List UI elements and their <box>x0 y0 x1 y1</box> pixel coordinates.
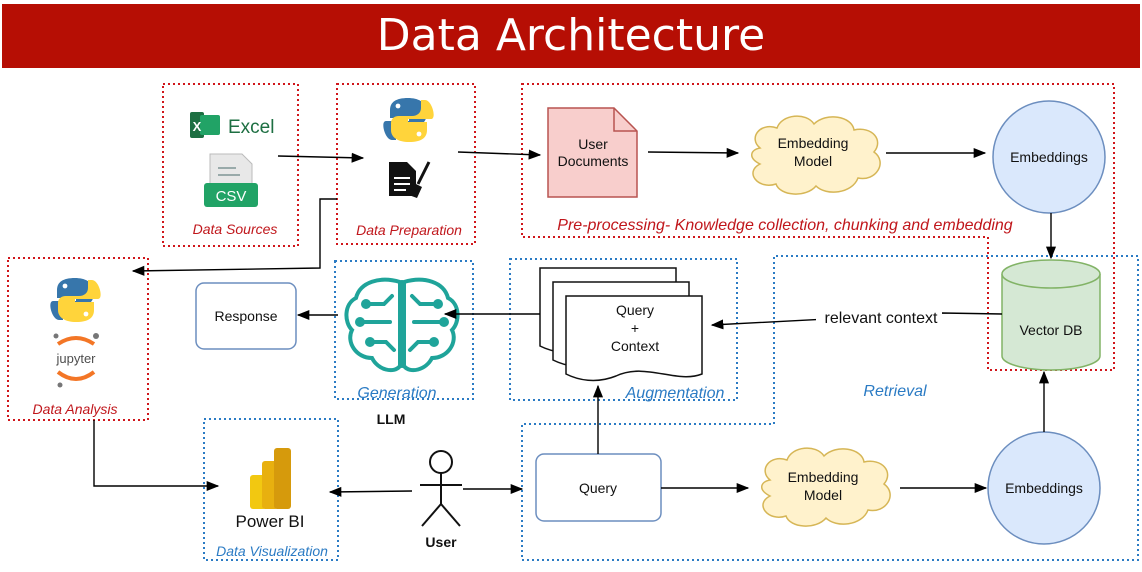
jupyter-label: jupyter <box>55 351 96 366</box>
vector-db-label: Vector DB <box>1019 322 1082 338</box>
data-preparation-label: Data Preparation <box>356 222 462 238</box>
retrieval-label: Retrieval <box>863 383 927 400</box>
python-icon <box>50 278 101 322</box>
retrieval-group <box>521 255 1139 561</box>
data-sources-label: Data Sources <box>193 221 278 237</box>
edge-label-background <box>816 304 942 324</box>
document-brush-icon <box>389 161 431 198</box>
query-context-label-line3: Context <box>611 338 659 354</box>
edge-sources-to-preparation <box>277 152 365 163</box>
embedding-model-bottom-label-line2: Model <box>804 487 842 503</box>
csv-label: CSV <box>216 188 247 205</box>
page-title: Data Architecture <box>376 10 766 61</box>
user-documents-label-line2: Documents <box>558 153 629 169</box>
edge-user-to-powerbi <box>328 486 413 497</box>
excel-label: Excel <box>228 117 274 138</box>
power-bi-icon <box>250 448 291 509</box>
user-documents-label-line1: User <box>578 136 608 152</box>
jupyter-icon <box>53 333 99 388</box>
generation-label: Generation <box>357 385 436 402</box>
edge-analysis-to-visualization <box>93 420 220 492</box>
user-label: User <box>425 534 457 550</box>
edge-preparation-to-documents <box>457 149 542 160</box>
svg-text:X: X <box>193 119 202 134</box>
edge-documents-to-embedding-model <box>647 147 740 158</box>
embedding-model-bottom-label-line1: Embedding <box>788 469 859 485</box>
edge-preparation-to-analysis <box>131 198 337 276</box>
preprocessing-group <box>521 83 1115 371</box>
embedding-model-bottom-node <box>761 447 891 527</box>
relevant-context-label: relevant context <box>825 310 939 327</box>
user-documents-node <box>547 107 638 198</box>
query-context-node <box>539 267 703 382</box>
embedding-model-top-label-line2: Model <box>794 153 832 169</box>
response-label: Response <box>214 308 277 324</box>
python-icon <box>383 98 434 142</box>
query-context-label-line2: + <box>631 320 639 336</box>
power-bi-label: Power BI <box>236 512 305 531</box>
embeddings-bottom-label: Embeddings <box>1005 480 1083 496</box>
llm-label: LLM <box>377 411 406 427</box>
query-context-label-line1: Query <box>616 302 654 318</box>
data-preparation-group <box>336 83 476 245</box>
embedding-model-top-label-line1: Embedding <box>778 135 849 151</box>
user-icon <box>420 450 462 527</box>
title-banner: Data Architecture <box>2 4 1140 68</box>
data-visualization-group <box>203 418 339 561</box>
embedding-model-top-node <box>751 115 881 195</box>
embeddings-top-label: Embeddings <box>1010 149 1088 165</box>
embeddings-top-node <box>992 100 1106 214</box>
query-label: Query <box>579 480 617 496</box>
vector-db-node <box>1001 259 1101 371</box>
data-visualization-label: Data Visualization <box>216 543 328 559</box>
csv-icon <box>204 153 258 207</box>
excel-icon: X <box>190 112 220 138</box>
generation-group <box>334 260 474 400</box>
llm-brain-icon <box>344 277 460 373</box>
response-node <box>195 282 297 350</box>
preprocessing-label: Pre-processing- Knowledge collection, ch… <box>557 217 1012 234</box>
data-sources-group <box>162 83 299 247</box>
augmentation-group <box>509 258 738 401</box>
data-analysis-label: Data Analysis <box>32 401 117 417</box>
data-analysis-group <box>7 257 149 421</box>
augmentation-label: Augmentation <box>625 385 725 402</box>
